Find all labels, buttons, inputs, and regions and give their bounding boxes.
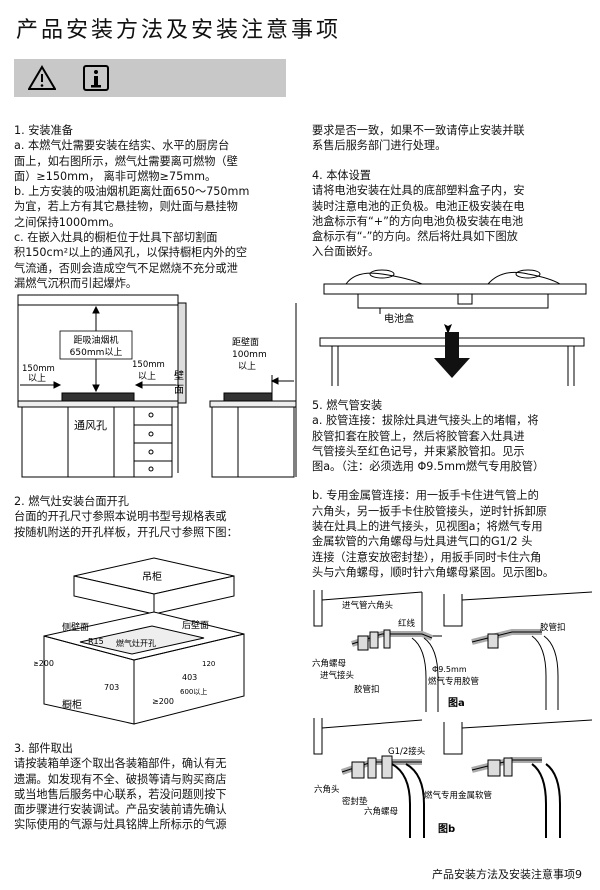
text-line: 气管接头至红色记号，并束紧胶管扣。见示	[312, 444, 525, 458]
wall-cabinet-label: 吊柜	[142, 570, 162, 583]
section-title: 1. 安装准备	[14, 124, 73, 137]
inlet-joint-label: 进气接头	[320, 670, 355, 681]
wall-label-2: 面	[174, 385, 184, 396]
text-line: 盒标示有“-”的方向。然后将灶具如下图放	[312, 230, 518, 244]
text-line: 图a。（注：必须选用 Φ9.5mm燃气专用胶管）	[312, 460, 545, 474]
figure-b-metal-hose-connection: G1/2接头 六角头 密封垫 六角螺母 燃气专用金属软管 图b	[313, 718, 593, 838]
figure-b-label: 图b	[438, 823, 455, 835]
base-cabinet-label: 橱柜	[62, 698, 82, 711]
section-continuation: 要求是否一致，如果不一致请停止安装并联 系售后服务部门进行处理。	[312, 123, 596, 154]
hex-head-label: 进气管六角头	[342, 600, 394, 611]
section-cutout: 2. 燃气灶安装台面开孔 台面的开孔尺寸参照本说明书型号规格表或 按随机附送的开…	[14, 494, 302, 540]
section-body-setup: 4. 本体设置 请将电池安装在灶具的底部塑料盒子内，安 装时注意电池的正负极。电…	[312, 168, 596, 260]
counter-depth: 600以上	[180, 687, 207, 696]
g-half-joint-label: G1/2接头	[388, 746, 426, 757]
clamp-label: 胶管扣	[540, 622, 566, 633]
section-preparation: 1. 安装准备 a. 本燃气灶需要安装在结实、水平的厨房台 面上，如右图所示，燃…	[14, 123, 302, 291]
hood-distance-value: 650mm以上	[70, 347, 123, 358]
section-title: 4. 本体设置	[312, 169, 371, 182]
text-line: 面步骤进行安装调试。产品安装前请先确认	[14, 803, 227, 817]
text-line: 漏燃气沉积而引起爆炸。	[14, 276, 138, 290]
right-clearance: 150mm	[132, 360, 165, 370]
text-line: 积150cm²以上的通风孔，以保持橱柜内外的空	[14, 246, 248, 260]
side-distance-1: ≥200	[34, 659, 54, 668]
back-wall-label: 后壁面	[182, 619, 209, 631]
text-line: 六角头，另一扳手卡住胶管接头，逆时针拆卸原	[312, 504, 547, 518]
text-line: 按随机附送的开孔样板，开孔尺寸参照下图：	[14, 525, 238, 539]
text-line: 台面的开孔尺寸参照本说明书型号规格表或	[14, 510, 227, 524]
text-line: 实际使用的气源与灶具铭牌上所标示的气源	[14, 818, 227, 832]
wall-label: 壁	[174, 369, 184, 382]
left-clearance: 150mm	[22, 364, 55, 374]
text-line: c. 在嵌入灶具的橱柜位于灶具下部切割面	[14, 231, 218, 245]
section-unpacking: 3. 部件取出 请按装箱单逐个取出各装箱部件，确认有无 遗漏。如发现有不全、破损…	[14, 741, 302, 833]
info-icon	[83, 65, 109, 91]
installation-diagram: 距吸油烟机 650mm以上 150mm 以上 150mm 以上 壁 面 通风孔 …	[17, 294, 297, 478]
hood-distance-label: 距吸油烟机	[73, 334, 118, 346]
section-gas-pipe: 5. 燃气管安装 a. 胶管连接：拔除灶具进气接头上的堵帽，将 胶管扣套在胶管上…	[312, 398, 596, 580]
cutout-label: 燃气灶开孔	[116, 638, 156, 648]
text-line: 或当地售后服务中心联系，若没问题则按下	[14, 787, 227, 801]
section-title: 3. 部件取出	[14, 742, 73, 755]
text-line: 之间保持1000mm。	[14, 215, 121, 229]
vent-label: 通风孔	[74, 419, 107, 432]
wall-distance-value: 100mm	[232, 350, 267, 360]
seal-gasket-label: 密封垫	[342, 796, 368, 807]
page-title: 产品安装方法及安装注意事项	[16, 18, 342, 43]
side-wall-label: 侧壁面	[62, 621, 89, 633]
text-line: 胶管扣套在胶管上，然后将胶管套入灶具进	[312, 429, 525, 443]
figure-a-label: 图a	[448, 697, 465, 709]
text-line: 气流通，否则会造成空气不足燃烧不充分或泄	[14, 261, 238, 275]
text-line: 面）≥150mm， 离非可燃物≥75mm。	[14, 169, 217, 183]
cutout-diagram: 吊柜 侧壁面 后壁面 R15 燃气灶开孔 ≥200 ≥200 703 403 1…	[34, 557, 245, 725]
warning-banner	[14, 59, 286, 97]
text-line: 装在灶具上的进气接头，见视图a；将燃气专用	[312, 520, 543, 534]
stove-placement-diagram: 电池盒	[319, 269, 587, 386]
text-line: 装时注意电池的正负极。电池正极安装在电	[312, 199, 525, 213]
hex-head-label-b: 六角头	[314, 784, 340, 795]
page-footer: 产品安装方法及安装注意事项9	[432, 868, 582, 881]
text-line: 为宜，若上方有其它悬挂物，则灶面与悬挂物	[14, 200, 238, 214]
battery-box-label: 电池盒	[384, 312, 414, 325]
corner-radius: R15	[88, 637, 104, 646]
text-line: a. 胶管连接：拔除灶具进气接头上的堵帽，将	[312, 414, 539, 428]
section-title: 2. 燃气灶安装台面开孔	[14, 495, 129, 508]
metal-hose-label: 燃气专用金属软管	[424, 790, 492, 801]
wall-distance-note: 以上	[238, 361, 256, 372]
back-distance: 120	[202, 660, 215, 668]
wall-distance-label: 距壁面	[232, 336, 259, 348]
warning-icon	[28, 65, 56, 90]
text-line: 请将电池安装在灶具的底部塑料盒子内，安	[312, 184, 525, 198]
text-line: 池盒标示有“+”的方向电池负极安装在电池	[312, 214, 524, 228]
text-line: b. 上方安装的吸油烟机距离灶面650～750mm	[14, 185, 250, 199]
text-line: 面上，如右图所示，燃气灶需要离可燃物（壁	[14, 154, 238, 168]
text-line: 入台面嵌好。	[312, 245, 380, 259]
cutout-width: 703	[104, 683, 119, 692]
hex-nut-label-b: 六角螺母	[364, 806, 398, 817]
text-line: 头与六角螺母，顺时针六角螺母紧固。见示图b。	[312, 565, 555, 579]
hex-nut-label: 六角螺母	[312, 658, 346, 669]
section-title: 5. 燃气管安装	[312, 399, 383, 412]
text-line: 遗漏。如发现有不全、破损等请与购买商店	[14, 772, 227, 786]
hose-diameter-label: Φ9.5mm	[432, 665, 467, 674]
cutout-depth: 403	[182, 673, 197, 682]
figure-a-hose-connection: 进气管六角头 红线 胶管扣 六角螺母 进气接头 胶管扣 Φ9.5mm 燃气专用胶…	[312, 590, 593, 712]
text-line: a. 本燃气灶需要安装在结实、水平的厨房台	[14, 139, 230, 153]
red-line-label: 红线	[398, 618, 416, 629]
text-line: b. 专用金属管连接：用一扳手卡住进气管上的	[312, 489, 539, 503]
gas-hose-label: 燃气专用胶管	[428, 676, 479, 687]
side-distance-2: ≥200	[152, 697, 174, 706]
text-line: 金属软管的六角螺母与灶具进气口的G1/2 头	[312, 535, 533, 549]
text-line: 系售后服务部门进行处理。	[312, 139, 447, 153]
text-line: 要求是否一致，如果不一致请停止安装并联	[312, 124, 525, 137]
right-clearance-note: 以上	[138, 371, 156, 382]
hose-clamp-label: 胶管扣	[354, 684, 380, 695]
text-line: 请按装箱单逐个取出各装箱部件，确认有无	[14, 757, 227, 771]
left-clearance-note: 以上	[28, 373, 46, 384]
text-line: 连接（注意安放密封垫），用扳手同时卡住六角	[312, 550, 542, 564]
